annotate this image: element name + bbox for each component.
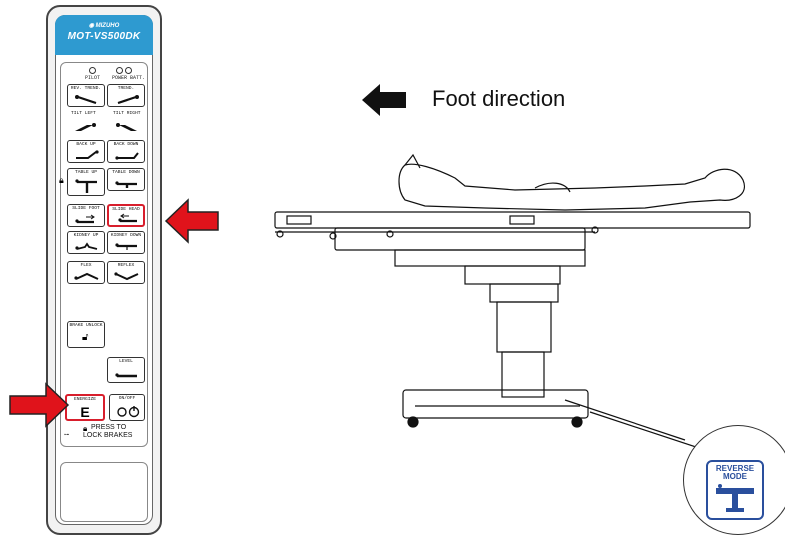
- level-icon: [115, 373, 137, 378]
- operating-table-illustration: [274, 153, 751, 450]
- on-off-label: ON/OFF: [118, 396, 136, 401]
- slide-foot-button[interactable]: SLIDE FOOT: [67, 204, 105, 227]
- patient-figure: [398, 163, 745, 211]
- reverse-mode-line1: REVERSE: [715, 464, 755, 473]
- reverse-mode-callout: REVERSE MODE: [683, 425, 785, 535]
- unlock-icon: 🔓︎: [82, 332, 89, 343]
- slide-head-label: SLIDE HEAD: [112, 207, 140, 212]
- energize-letter: E: [80, 404, 90, 420]
- tabletop: [274, 211, 751, 229]
- red-arrow-slide-head: [164, 198, 219, 244]
- brake-unlock-button[interactable]: BRAKE UNLOCK 🔓︎: [67, 321, 105, 348]
- on-off-button[interactable]: ON/OFF: [109, 394, 145, 421]
- reverse-mode-badge: REVERSE MODE: [706, 460, 764, 520]
- kidney-down-button[interactable]: KIDNEY DOWN: [107, 231, 145, 254]
- flex-icon: [74, 272, 99, 280]
- level-label: LEVEL: [119, 359, 133, 364]
- back-down-button[interactable]: BACK DOWN: [107, 140, 145, 163]
- kidney-down-label: KIDNEY DOWN: [110, 233, 142, 238]
- lock-brakes-icon: 🔒︎: [83, 424, 88, 433]
- key-icon: ⊶: [64, 432, 69, 438]
- table-up-button[interactable]: TABLE UP: [67, 168, 105, 196]
- press-to-lock-line2: LOCK BRAKES: [83, 432, 133, 439]
- power-lamp: [116, 67, 123, 74]
- table-up-label: TABLE UP: [74, 170, 98, 175]
- tilt-right-label: TILT RIGHT: [113, 111, 141, 116]
- kidney-up-button[interactable]: KIDNEY UP: [67, 231, 105, 254]
- rev-trend-button[interactable]: REV. TREND.: [67, 84, 105, 107]
- back-up-label: BACK UP: [76, 142, 96, 147]
- column-housing: [464, 265, 561, 285]
- pendant-blank-area: [60, 462, 148, 522]
- pilot-label: PILOT: [85, 75, 101, 81]
- energize-label: ENERGIZE: [73, 397, 97, 402]
- back-down-icon: [115, 152, 139, 160]
- flex-button[interactable]: FLEX: [67, 261, 105, 284]
- tilt-left-button[interactable]: [67, 111, 105, 134]
- reflex-label: REFLEX: [117, 263, 135, 268]
- trend-label: TREND.: [117, 86, 135, 91]
- table-base: [402, 389, 589, 419]
- slide-head-icon: [118, 213, 137, 223]
- tilt-right-button[interactable]: [107, 111, 145, 134]
- press-to-lock-line1: PRESS TO: [91, 424, 127, 431]
- column: [501, 351, 545, 398]
- reflex-button[interactable]: REFLEX: [107, 261, 145, 284]
- brake-unlock-label: BRAKE UNLOCK: [69, 323, 103, 328]
- back-up-button[interactable]: BACK UP: [67, 140, 105, 163]
- brand-icon: ◉: [88, 23, 94, 29]
- red-arrow-energize: [9, 382, 70, 428]
- tilt-right-icon: [116, 123, 137, 131]
- tilt-left-label: TILT LEFT: [71, 111, 96, 116]
- table-down-label: TABLE DOWN: [112, 170, 140, 175]
- model-name: MOT-VS500DK: [67, 31, 141, 42]
- slide-foot-label: SLIDE FOOT: [72, 206, 100, 211]
- rev-trend-label: REV. TREND.: [70, 86, 102, 91]
- slide-head-button[interactable]: SLIDE HEAD: [107, 204, 145, 227]
- trend-icon: [117, 95, 139, 104]
- back-up-icon: [76, 150, 99, 159]
- batt-lamp: [125, 67, 132, 74]
- pilot-lamp: [89, 67, 96, 74]
- level-button[interactable]: LEVEL: [107, 357, 145, 383]
- slide-foot-icon: [75, 214, 95, 224]
- reverse-mode-line2: MODE: [723, 472, 747, 481]
- table-up-icon: [75, 179, 97, 193]
- kidney-up-icon: [75, 242, 98, 250]
- tilt-left-icon: [75, 123, 96, 131]
- foot-direction-arrow: [362, 84, 406, 116]
- remote-pendant: ◉ MIZUHO MOT-VS500DK PILOT POWER BATT. R…: [46, 5, 162, 535]
- reflex-icon: [114, 272, 139, 281]
- table-down-icon: [115, 181, 137, 188]
- lock-icon: 🔒︎: [59, 175, 64, 185]
- power-batt-label: POWER BATT.: [112, 75, 146, 81]
- kidney-up-label: KIDNEY UP: [73, 233, 99, 238]
- flex-label: FLEX: [80, 263, 92, 268]
- reverse-mode-table-icon: [716, 484, 754, 512]
- rev-trend-icon: [75, 95, 97, 104]
- power-icon: [117, 406, 140, 418]
- trend-button[interactable]: TREND.: [107, 84, 145, 107]
- kidney-down-icon: [115, 243, 137, 250]
- table-down-button[interactable]: TABLE DOWN: [107, 168, 145, 191]
- pendant-header: ◉ MIZUHO MOT-VS500DK: [55, 15, 153, 55]
- back-down-label: BACK DOWN: [113, 142, 139, 147]
- foot-direction-label: Foot direction: [432, 86, 566, 111]
- brand-logo: ◉ MIZUHO: [88, 23, 120, 29]
- control-panel: PILOT POWER BATT. REV. TREND. TREND. TIL…: [59, 62, 148, 447]
